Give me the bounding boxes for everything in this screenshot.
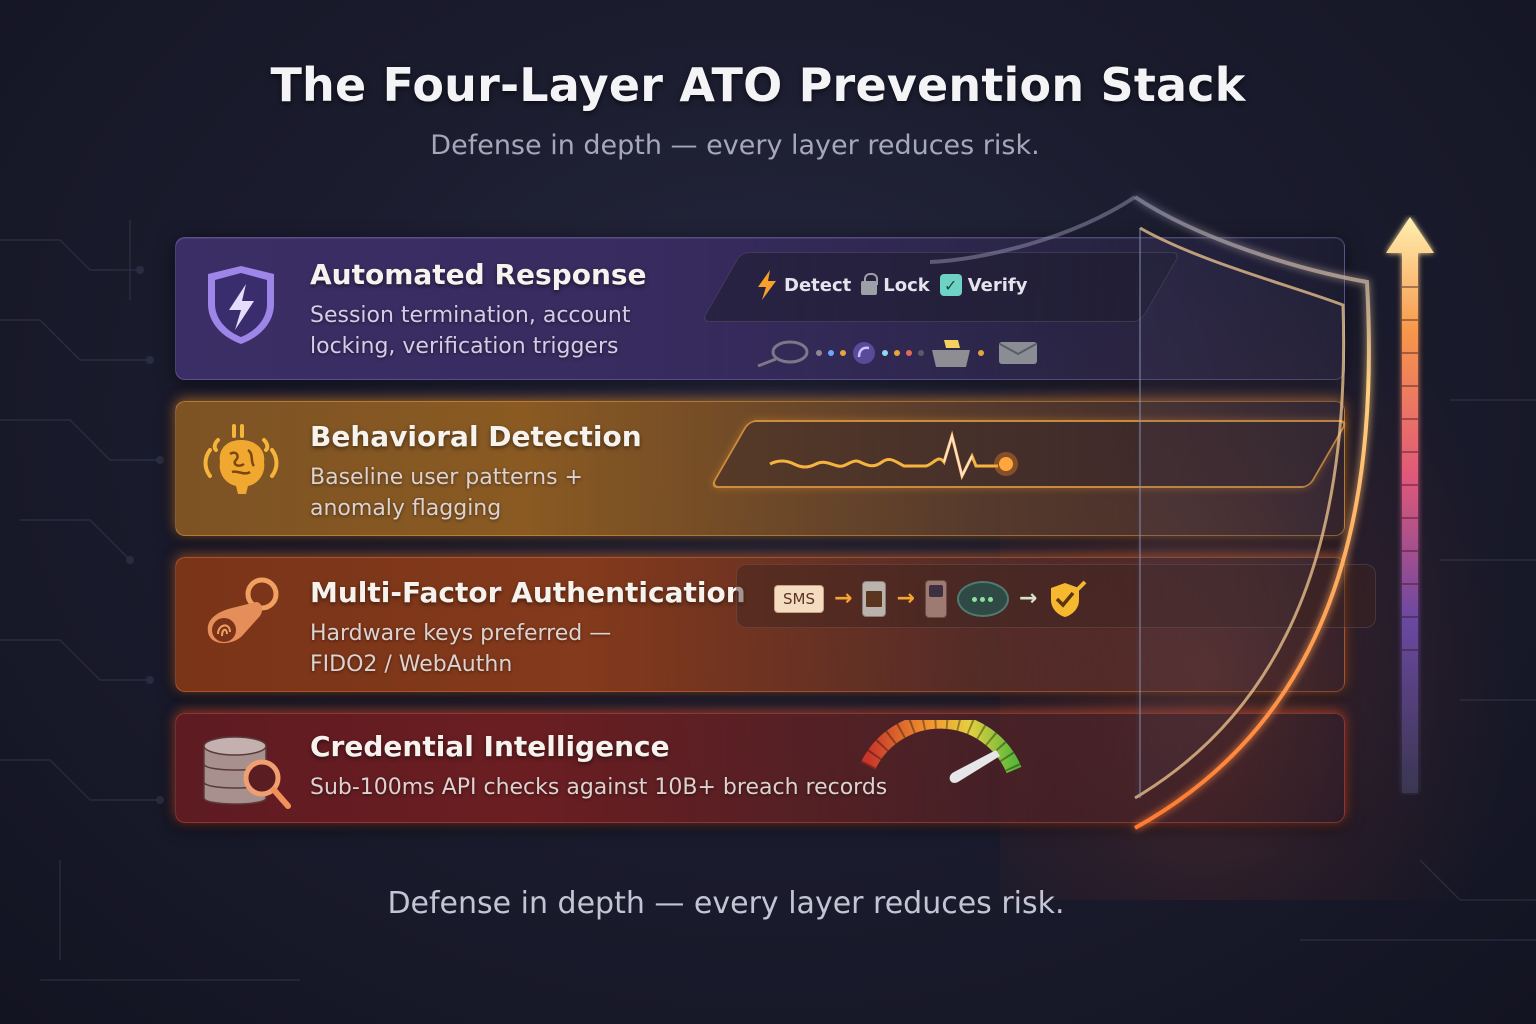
arrow-right-icon: → — [896, 586, 915, 611]
shield-lightning-icon — [208, 266, 274, 344]
layer-description: Sub-100ms API checks against 10B+ breach… — [310, 775, 888, 800]
magnifier-icon — [757, 340, 809, 367]
mfa-flow: SMS → → → — [774, 580, 1087, 618]
layer-title: Behavioral Detection — [310, 420, 642, 453]
layer-card-mfa: Multi-Factor Authentication Hardware key… — [175, 557, 1376, 692]
layer-description: Hardware keys preferred — FIDO2 / WebAut… — [310, 621, 612, 677]
layer-card-behavioral-detection: Behavioral Detection Baseline user patte… — [175, 401, 1349, 536]
step-detect: Detect — [756, 270, 851, 300]
spinner-icon — [853, 342, 875, 364]
footer-tagline: Defense in depth — every layer reduces r… — [387, 886, 1065, 921]
checkbox-icon: ✓ — [939, 274, 962, 296]
shield-check-icon — [1051, 580, 1087, 617]
folder-icon — [932, 340, 970, 367]
layer-title: Automated Response — [310, 258, 647, 291]
response-steps: Detect Lock ✓ Verify — [756, 270, 1028, 300]
authenticator-app-icon — [862, 581, 887, 617]
lightning-icon — [758, 270, 776, 300]
lock-icon — [861, 273, 879, 295]
layer-description: Session termination, account locking, ve… — [310, 303, 631, 359]
layer-title: Credential Intelligence — [310, 730, 670, 763]
arrow-right-icon: → — [1018, 586, 1038, 611]
step-verify: ✓ Verify — [939, 274, 1028, 296]
database-search-icon — [203, 736, 291, 809]
hardware-token-icon — [924, 580, 947, 618]
layer-card-credential-intelligence: Credential Intelligence Sub-100ms API ch… — [175, 713, 1345, 823]
step-lock: Lock — [861, 273, 930, 296]
layer-title: Multi-Factor Authentication — [310, 576, 746, 609]
layer-card-automated-response: Automated Response Session termination, … — [175, 237, 1345, 380]
page-subtitle: Defense in depth — every layer reduces r… — [430, 130, 1040, 161]
layer-description: Baseline user patterns + anomaly flaggin… — [310, 465, 583, 521]
speed-gauge-icon — [860, 720, 1022, 783]
anomaly-waveform — [769, 430, 1018, 481]
sms-badge: SMS — [774, 585, 824, 613]
response-flow-icons — [754, 338, 1038, 368]
brain-icon — [203, 424, 279, 494]
arrow-right-icon: → — [834, 586, 853, 611]
envelope-icon — [999, 342, 1037, 364]
risk-reduction-arrow — [1386, 217, 1434, 793]
page-title: The Four-Layer ATO Prevention Stack — [270, 58, 1246, 112]
otp-bubble-icon — [956, 581, 1009, 617]
security-key-icon — [207, 577, 279, 644]
